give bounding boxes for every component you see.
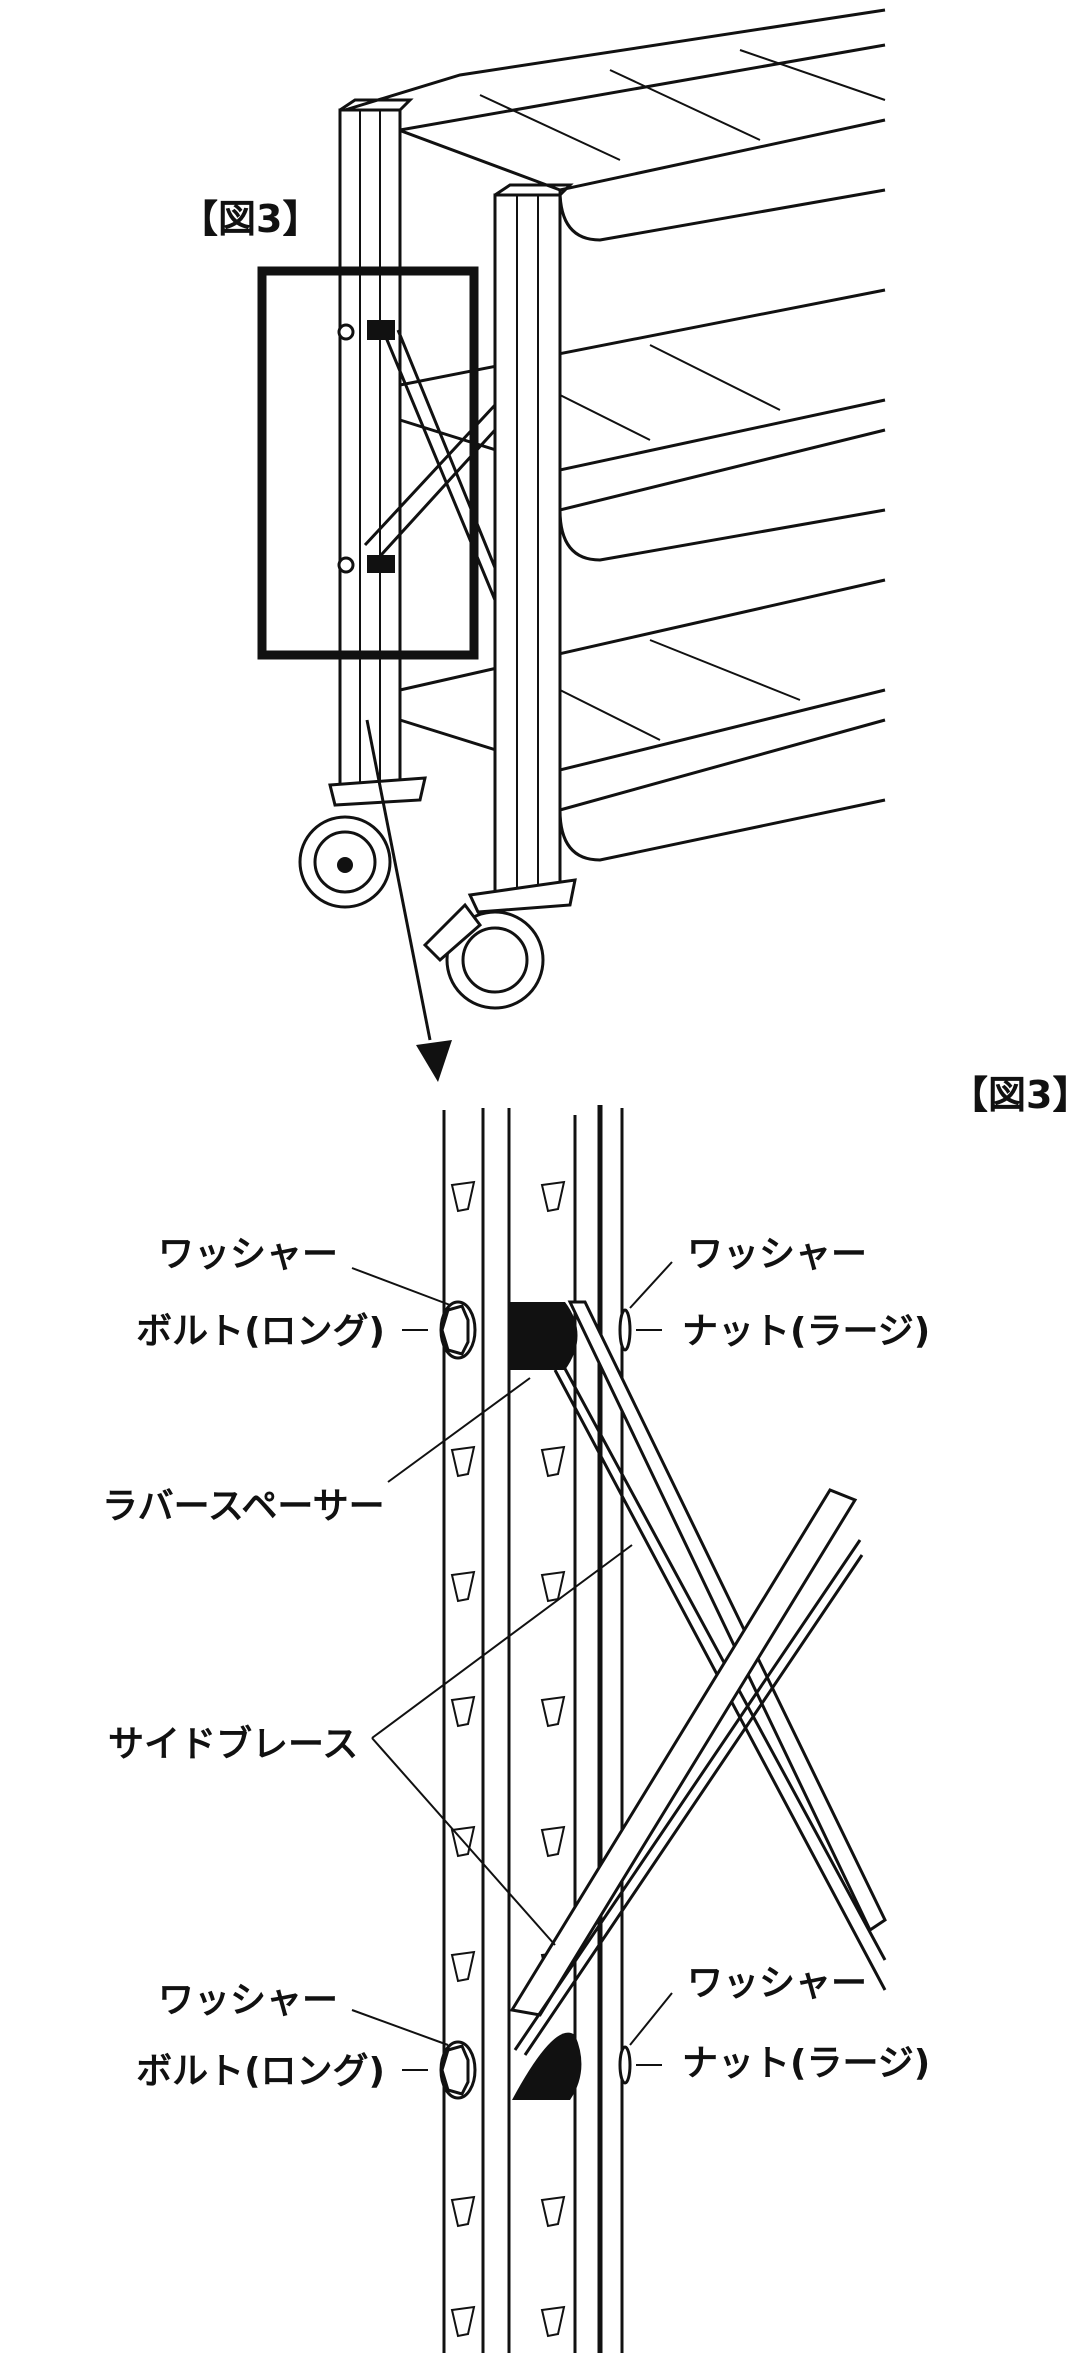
leader-lines <box>351 1261 673 2071</box>
post-hole <box>540 1570 566 1603</box>
post-hole <box>540 1695 566 1728</box>
post-hole <box>450 1180 476 1213</box>
label-washer-left-top: ワッシャー <box>158 1234 338 1275</box>
post-hole <box>540 1180 566 1213</box>
post-hole <box>450 1695 476 1728</box>
caster-brake <box>422 902 483 963</box>
detail-highlight-box <box>257 266 479 660</box>
nut-top-icon <box>618 1308 632 1352</box>
figure-label-top: 【図3】 <box>180 197 320 241</box>
cart-overview: 【図3】 <box>180 8 886 1082</box>
label-bolt-long-bottom: ボルト(ロング) <box>136 2051 385 2092</box>
caster-back <box>298 776 427 909</box>
post-hole <box>450 2195 476 2228</box>
detail-posts <box>442 1105 624 2353</box>
post-hole <box>540 2195 566 2228</box>
post-hole <box>540 1445 566 1478</box>
label-washer-left-bottom: ワッシャー <box>158 1980 338 2021</box>
caster-front <box>422 878 577 1010</box>
post-hole <box>450 1950 476 1983</box>
bolt-top-icon <box>439 1300 477 1360</box>
post-hole <box>450 1825 476 1858</box>
bolt-bottom-icon <box>439 2040 477 2100</box>
label-nut-large-bottom: ナット(ラージ) <box>682 2043 930 2084</box>
side-brace-overview <box>337 320 502 601</box>
label-side-brace: サイドブレース <box>108 1723 358 1765</box>
nut-bottom-icon <box>618 2045 632 2085</box>
label-washer-right-bottom: ワッシャー <box>687 1963 867 2004</box>
detail-arrow-line <box>365 719 432 1041</box>
shelf-top <box>344 8 886 192</box>
post-hole <box>450 2305 476 2338</box>
post-hole <box>540 2305 566 2338</box>
label-washer-right-top: ワッシャー <box>687 1234 867 1275</box>
post-back <box>338 98 414 792</box>
post-hole <box>450 1570 476 1603</box>
label-bolt-long-top: ボルト(ロング) <box>136 1311 385 1352</box>
rubber-spacer-top <box>510 1302 578 1370</box>
post-hole <box>450 1445 476 1478</box>
figure-label-detail: 【図3】 <box>950 1073 1080 1117</box>
post-hole <box>540 1825 566 1858</box>
label-rubber-spacer: ラバースペーサー <box>102 1486 385 1527</box>
label-nut-large-top: ナット(ラージ) <box>682 1311 930 1352</box>
rubber-spacer-bottom <box>512 2032 582 2100</box>
rubber-spacer-overview <box>367 320 395 340</box>
detail-arrow-head-icon <box>416 1040 452 1082</box>
side-brace-detail <box>509 1300 887 2056</box>
post-front <box>493 183 574 897</box>
